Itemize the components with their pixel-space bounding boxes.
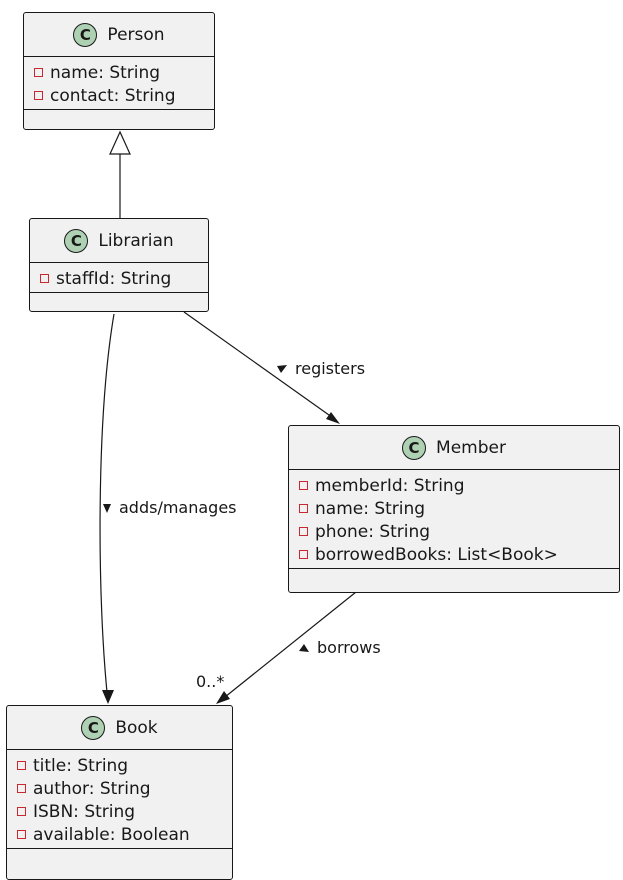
class-name: Book [115,717,158,738]
private-marker-icon [299,481,308,490]
attribute: contact: String [24,84,214,107]
private-marker-icon [299,550,308,559]
attribute: name: String [289,497,619,520]
class-member[interactable]: C Member memberId: String name: String p… [288,425,620,593]
attribute-list: name: String contact: String [24,57,214,110]
attribute-list: staffId: String [30,263,208,293]
operation-list [289,569,619,579]
class-librarian[interactable]: C Librarian staffId: String [29,218,209,312]
class-badge-icon: C [73,22,98,47]
class-book[interactable]: C Book title: String author: String ISBN… [6,705,233,880]
private-marker-icon [34,91,43,100]
registers-arrowhead [326,412,340,424]
class-badge-icon: C [64,228,89,253]
class-badge-icon: C [81,715,106,740]
attribute: ISBN: String [7,800,232,823]
adds-manages-edge [99,313,115,704]
class-header: C Librarian [30,219,208,263]
operation-list [24,110,214,120]
operation-list [7,849,232,859]
registers-label: registers [276,359,365,378]
class-badge-icon: C [402,435,427,460]
private-marker-icon [40,274,49,283]
private-marker-icon [17,830,26,839]
direction-arrow-icon [299,643,309,652]
attribute: name: String [24,61,214,84]
private-marker-icon [17,761,26,770]
class-name: Person [107,24,165,45]
private-marker-icon [17,807,26,816]
adds-manages-arrowhead [102,690,114,704]
attribute: memberId: String [289,474,619,497]
class-header: C Person [24,13,214,57]
borrows-multiplicity: 0..* [196,672,225,691]
direction-arrow-icon [277,364,287,373]
class-person[interactable]: C Person name: String contact: String [23,12,215,130]
private-marker-icon [17,784,26,793]
attribute: author: String [7,777,232,800]
class-header: C Book [7,706,232,750]
borrows-edge [216,591,357,704]
attribute: available: Boolean [7,823,232,846]
private-marker-icon [299,504,308,513]
private-marker-icon [299,527,308,536]
attribute: title: String [7,754,232,777]
inheritance-arrowhead [109,130,131,155]
class-name: Librarian [98,230,174,251]
attribute-list: title: String author: String ISBN: Strin… [7,750,232,849]
direction-arrow-icon [103,503,111,513]
operation-list [30,293,208,303]
registers-edge [183,311,340,424]
class-header: C Member [289,426,619,470]
adds-manages-label: adds/manages [102,498,237,517]
class-name: Member [436,437,506,458]
attribute: borrowedBooks: List<Book> [289,543,619,566]
inheritance-edge [109,130,131,218]
attribute: staffId: String [30,267,208,290]
borrows-arrowhead [216,691,230,704]
borrows-label: borrows [298,638,381,657]
attribute: phone: String [289,520,619,543]
attribute-list: memberId: String name: String phone: Str… [289,470,619,569]
private-marker-icon [34,68,43,77]
